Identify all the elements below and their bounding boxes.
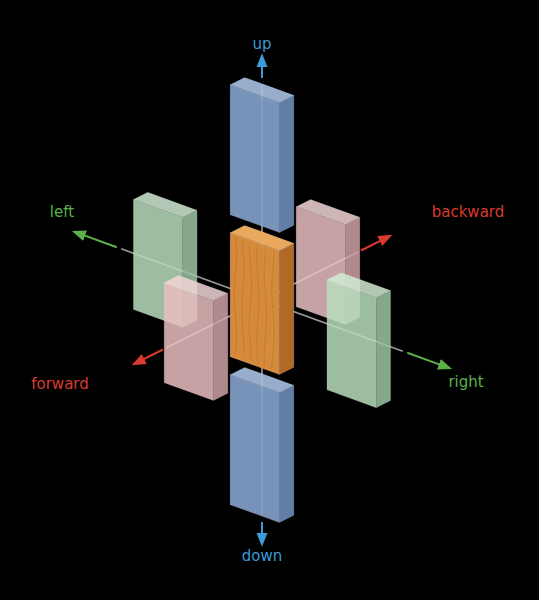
box-face xyxy=(279,95,293,232)
direction-box xyxy=(164,275,228,400)
box-face xyxy=(133,192,197,217)
box-face xyxy=(230,233,279,375)
wood-grain xyxy=(249,243,252,362)
direction-box xyxy=(230,77,294,232)
box-face xyxy=(230,77,294,102)
wood-grain xyxy=(272,252,275,369)
direction-box xyxy=(230,367,294,522)
box-face xyxy=(279,243,293,374)
box-face xyxy=(164,283,213,401)
box-face xyxy=(230,375,279,523)
wood-grain xyxy=(242,240,244,359)
direction-arrow xyxy=(261,56,263,78)
box-face xyxy=(164,275,228,300)
axis-label: up xyxy=(252,36,271,53)
box-face xyxy=(327,280,376,408)
box-face xyxy=(279,385,293,522)
direction-arrow xyxy=(361,236,390,250)
wood-grain xyxy=(264,249,266,366)
wooden-block xyxy=(230,225,294,374)
direction-arrows xyxy=(75,56,450,544)
axis-label: backward xyxy=(432,204,505,221)
axis-label: down xyxy=(242,548,282,565)
axis-label: forward xyxy=(31,376,89,393)
box-face xyxy=(230,85,279,233)
axis-label: right xyxy=(448,374,483,391)
box-face xyxy=(327,273,391,298)
box-face xyxy=(296,199,360,224)
boxes xyxy=(133,77,390,522)
direction-arrow xyxy=(407,353,449,368)
wood-grain xyxy=(234,238,236,356)
axis-label: left xyxy=(50,204,74,221)
direction-arrow xyxy=(75,232,117,247)
box-face xyxy=(376,291,390,408)
direction-box xyxy=(327,273,391,408)
box-face xyxy=(213,293,227,400)
direction-arrow xyxy=(134,350,163,364)
wood-grain xyxy=(257,245,259,363)
direction-arrow xyxy=(261,522,263,544)
